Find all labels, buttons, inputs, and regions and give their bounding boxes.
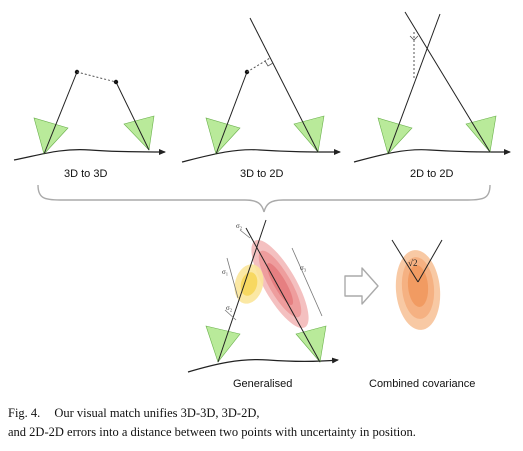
sigma2-dimension <box>239 229 251 239</box>
panel-3d-to-3d <box>13 69 166 161</box>
caption-text-1: Our visual match unifies 3D-3D, 3D-2D, <box>54 406 260 420</box>
trajectory-curve <box>187 357 339 373</box>
trajectory-curve <box>13 148 166 161</box>
sqrt2-symbol: √2 <box>408 258 417 268</box>
caption-label: Fig. 4. <box>8 406 41 420</box>
panel-3d-to-2d <box>181 17 341 163</box>
figure-caption: Fig. 4. Our visual match unifies 3D-3D, 3… <box>8 404 520 442</box>
panel-2d-to-2d <box>353 11 511 163</box>
label-generalised: Generalised <box>233 378 293 390</box>
error-dotted <box>76 71 117 83</box>
label-3d-to-3d: 3D to 3D <box>64 168 108 180</box>
sigma2-symbol: σ₂ <box>236 222 243 230</box>
camera-frustum-left <box>205 325 241 363</box>
sigma2b-dimension <box>224 309 237 321</box>
combined-vector-left <box>391 239 419 283</box>
covariance-ellipse-red-inner <box>266 263 294 305</box>
label-2d-to-2d: 2D to 2D <box>410 168 454 180</box>
combined-ellipse-inner <box>407 265 429 307</box>
camera-frustum-right <box>123 115 155 151</box>
right-angle-mark <box>409 35 419 41</box>
covariance-ellipse-yellow-inner <box>240 272 258 296</box>
ray-right <box>245 227 321 363</box>
panel-combined-covariance: √2 <box>391 239 443 330</box>
error-dotted <box>246 57 271 73</box>
sigma2b-symbol: σ₂ <box>226 304 233 312</box>
sigma3-dimension <box>291 247 323 317</box>
panel-generalised: σ₁ σ₂ σ₂ σ₃ <box>187 219 339 373</box>
caption-line-2: and 2D-2D errors into a distance between… <box>8 425 416 439</box>
camera-frustum-right <box>295 325 327 363</box>
caption-line-1: Fig. 4. Our visual match unifies 3D-3D, 3… <box>8 404 520 423</box>
right-angle-mark <box>264 60 274 67</box>
camera-frustum-right <box>465 115 497 153</box>
sigma1-symbol: σ₁ <box>222 268 228 276</box>
ray-right-long <box>249 17 319 153</box>
ray-left-long <box>387 13 441 155</box>
label-combined-covariance: Combined covariance <box>369 378 476 390</box>
ray-left <box>217 219 267 363</box>
sigma1-dimension <box>226 257 239 299</box>
ray-left <box>215 71 248 155</box>
label-3d-to-2d: 3D to 2D <box>240 168 284 180</box>
ray-left <box>43 71 78 155</box>
ray-right-long <box>404 11 491 153</box>
ray-right <box>115 81 150 151</box>
transform-arrow <box>344 267 379 305</box>
sigma3-symbol: σ₃ <box>300 264 307 272</box>
grouping-brace <box>37 184 491 213</box>
trajectory-curve <box>181 148 341 163</box>
trajectory-curve <box>353 148 511 163</box>
combined-vector-right <box>417 239 443 283</box>
